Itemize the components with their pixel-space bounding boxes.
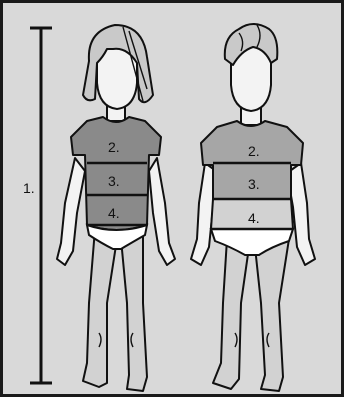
boy-chest-label: 2.: [248, 144, 260, 158]
children-figures: .skin { fill: #f3f3f3; stroke: #111; str…: [3, 3, 341, 394]
boy-waist-label: 3.: [248, 177, 260, 191]
height-label: 1.: [23, 181, 35, 195]
boy-hip-label: 4.: [248, 211, 260, 225]
girl-chest-label: 2.: [108, 140, 120, 154]
boy-figure: [191, 24, 315, 391]
girl-waist-label: 3.: [108, 174, 120, 188]
height-ruler: [30, 28, 52, 383]
girl-hip-label: 4.: [108, 206, 120, 220]
